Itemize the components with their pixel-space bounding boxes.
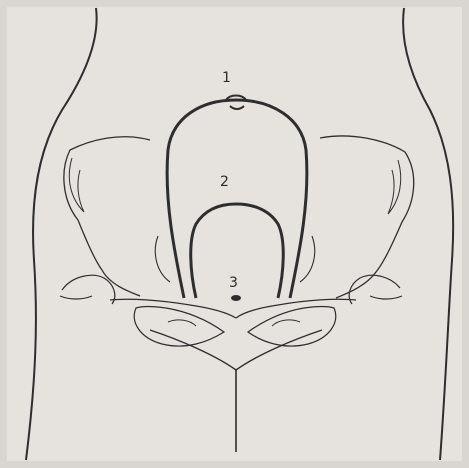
label-1: 1 [222,70,231,86]
paper-background [7,7,462,461]
cervix-mark [231,295,241,301]
label-3: 3 [229,275,238,291]
label-2: 2 [220,174,229,190]
